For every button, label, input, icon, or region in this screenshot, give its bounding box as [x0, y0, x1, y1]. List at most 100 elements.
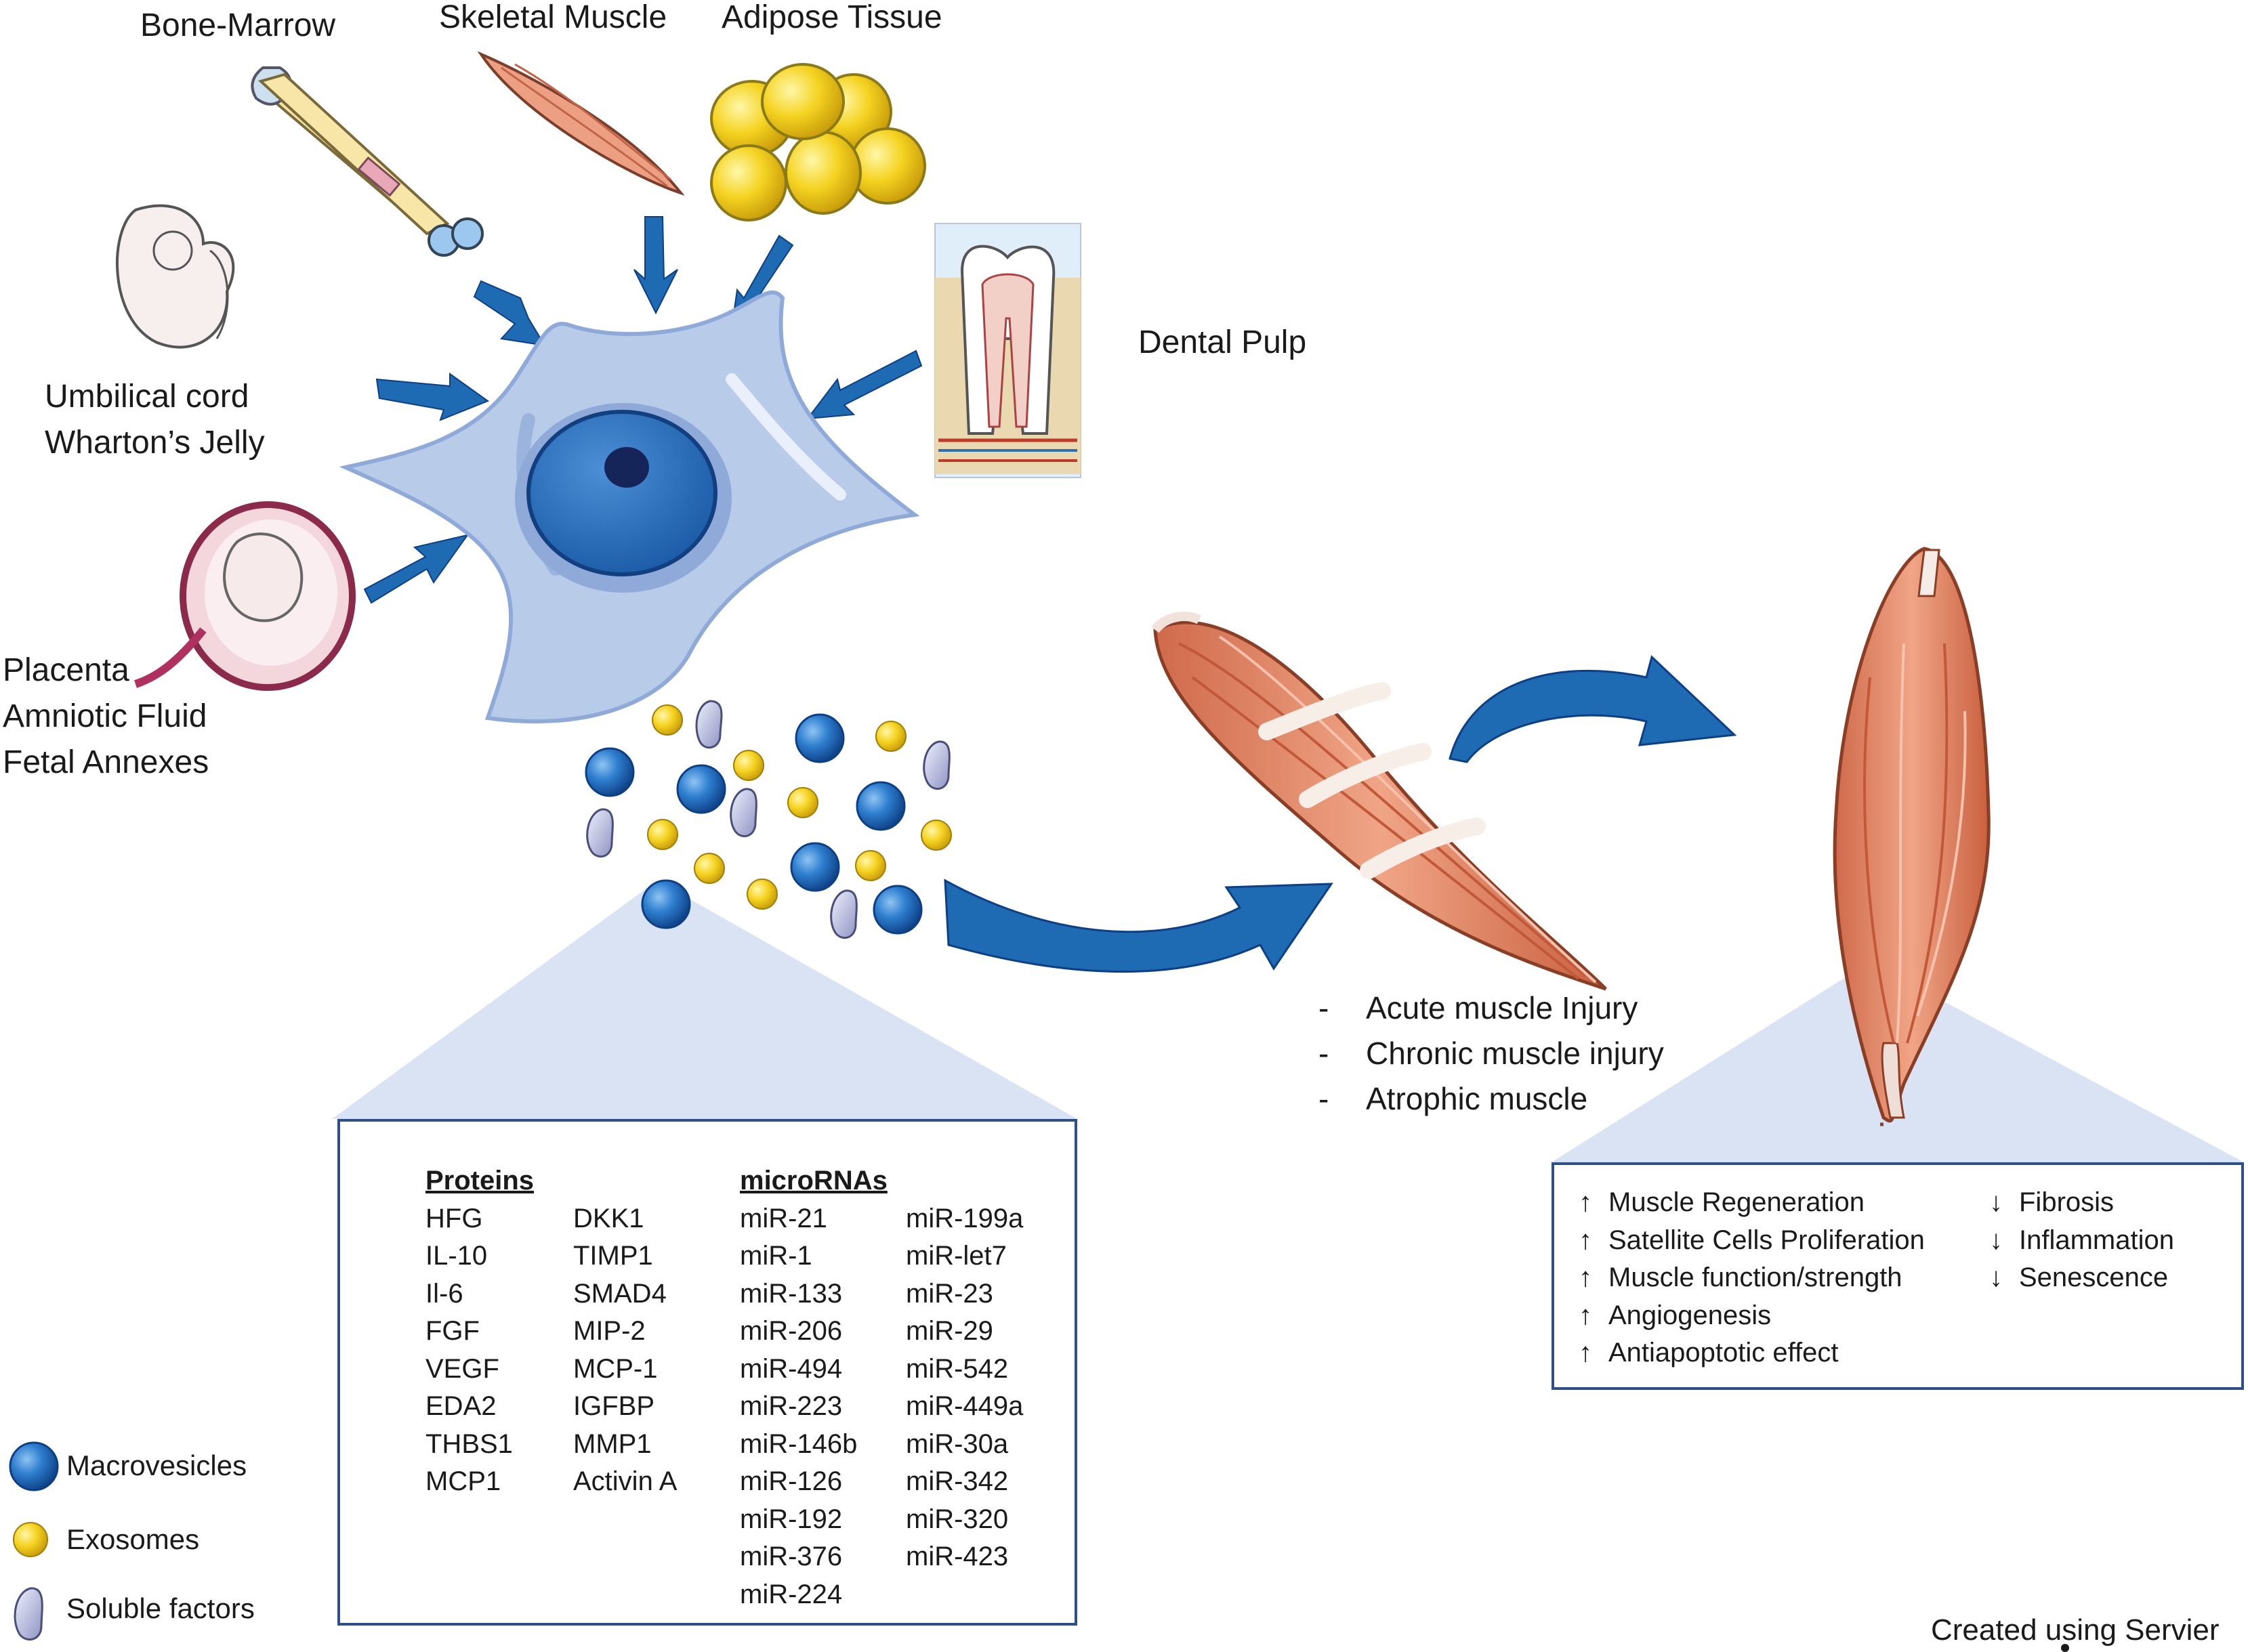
proteins-column-1: Proteins HFG IL-10 Il-6 FGF VEGF EDA2 TH… [425, 1162, 534, 1501]
microrna-item: miR-494 [740, 1353, 843, 1384]
vesicle-cluster [585, 700, 952, 939]
label-umbilical-line1: Umbilical cord [45, 379, 249, 415]
effect-item: ↑Angiogenesis [1579, 1297, 1925, 1335]
injury-item-label: Chronic muscle injury [1366, 1036, 1664, 1071]
microrna-column-2: miR-199a miR-let7 miR-23 miR-29 miR-542 … [906, 1200, 1023, 1576]
secretome-box: Proteins HFG IL-10 Il-6 FGF VEGF EDA2 TH… [337, 1119, 1077, 1626]
healthy-muscle [1833, 547, 1991, 1126]
proteins-header: Proteins [425, 1166, 535, 1195]
microrna-column-1: microRNAs miR-21 miR-1 miR-133 miR-206 m… [740, 1162, 888, 1613]
injury-item-label: Atrophic muscle [1366, 1081, 1588, 1116]
microrna-item: miR-223 [740, 1391, 843, 1421]
protein-item: SMAD4 [573, 1278, 667, 1309]
protein-item: MMP1 [573, 1428, 652, 1459]
legend-exosomes-label: Exosomes [66, 1523, 200, 1555]
effect-item: ↑ Muscle function/strength [1579, 1259, 1925, 1297]
injury-item: - Atrophic muscle [1318, 1076, 1664, 1122]
microrna-item: miR-30a [906, 1428, 1009, 1459]
microrna-item: miR-449a [906, 1391, 1024, 1421]
protein-item: MCP1 [425, 1466, 501, 1496]
microrna-item: miR-224 [740, 1579, 843, 1609]
effect-label: Inflammation [2019, 1225, 2174, 1255]
skeletal-muscle-icon [477, 51, 685, 196]
effects-box: ↑ Muscle Regeneration ↑ Satellite Cells Pr… [1552, 1162, 2244, 1390]
label-umbilical-line2: Wharton’s Jelly [45, 425, 265, 461]
microrna-item: miR-23 [906, 1278, 993, 1309]
injured-muscle [1151, 612, 1607, 991]
effect-label: Muscle function/strength [1608, 1263, 1902, 1292]
microrna-item: miR-1 [740, 1241, 812, 1271]
soluble-factors [586, 700, 951, 939]
up-arrow-icon: ↑ [1579, 1263, 1592, 1292]
microrna-item: miR-21 [740, 1203, 827, 1233]
label-placenta-line3: Fetal Annexes [3, 744, 209, 780]
exosomes [647, 704, 952, 910]
protein-item: EDA2 [425, 1391, 497, 1421]
effect-label: Senescence [2019, 1263, 2169, 1292]
effect-label: Muscle Regeneration [1608, 1187, 1865, 1217]
up-arrow-icon: ↑ [1579, 1187, 1592, 1217]
effect-item: ↓ Senescence [1989, 1259, 2174, 1297]
microrna-item: miR-342 [906, 1466, 1009, 1496]
microrna-header: microRNAs [740, 1166, 888, 1195]
increase-effects: ↑ Muscle Regeneration ↑ Satellite Cells Pr… [1579, 1184, 1925, 1372]
up-arrow-icon: ↑ [1579, 1300, 1592, 1330]
dental-pulp-icon [934, 223, 1081, 478]
protein-item: THBS1 [425, 1428, 513, 1459]
effect-item: ↑ Satellite Cells Proliferation [1579, 1222, 1925, 1260]
effect-label: Satellite Cells Proliferation [1608, 1225, 1925, 1255]
microrna-item: miR-126 [740, 1466, 843, 1496]
protein-item: IGFBP [573, 1391, 655, 1421]
label-bone-marrow: Bone-Marrow [140, 7, 336, 43]
legend-soluble-label: Soluble factors [66, 1592, 255, 1624]
microrna-item: miR-199a [906, 1203, 1024, 1233]
legend-exosome-icon [13, 1522, 48, 1557]
down-arrow-icon: ↓ [1989, 1263, 2003, 1292]
legend-macrovesicles-label: Macrovesicles [66, 1449, 247, 1481]
protein-item: HFG [425, 1203, 483, 1233]
curved-arrows [944, 655, 1737, 973]
microrna-item: miR-376 [740, 1542, 843, 1571]
protein-item: MCP-1 [573, 1353, 658, 1384]
umbilical-cord-icon [116, 204, 235, 349]
protein-item: VEGF [425, 1353, 499, 1384]
label-dental-pulp: Dental Pulp [1138, 324, 1307, 360]
microrna-item: miR-206 [740, 1316, 843, 1346]
microrna-item: miR-146b [740, 1428, 858, 1459]
up-arrow-icon: ↑ [1579, 1338, 1592, 1368]
microrna-item: miR-let7 [906, 1241, 1007, 1271]
legend-symbols [9, 1441, 59, 1641]
secretome-fan [332, 881, 1077, 1119]
adipose-tissue-icon [710, 63, 926, 221]
placenta-icon [134, 501, 356, 691]
proteins-column-2: DKK1 TIMP1 SMAD4 MIP-2 MCP-1 IGFBP MMP1 … [573, 1200, 677, 1501]
label-adipose-tissue: Adipose Tissue [722, 0, 942, 35]
injury-list: - Acute muscle Injury - Chronic muscle inj… [1318, 986, 1664, 1122]
microrna-item: miR-133 [740, 1278, 843, 1309]
label-skeletal-muscle: Skeletal Muscle [439, 0, 667, 35]
up-arrow-icon: ↑ [1579, 1225, 1592, 1255]
legend-soluble-icon [14, 1587, 43, 1641]
microrna-item: miR-192 [740, 1504, 843, 1534]
effect-item: ↑ Antiapoptotic effect [1579, 1334, 1925, 1372]
down-arrow-icon: ↓ [1989, 1225, 2003, 1255]
servier-dot [2061, 1644, 2069, 1652]
effect-item: ↑ Muscle Regeneration [1579, 1184, 1925, 1222]
microrna-item: miR-320 [906, 1504, 1009, 1534]
injury-dash: - [1318, 1081, 1329, 1116]
legend-macrovesicle-icon [9, 1441, 59, 1491]
injury-item: - Chronic muscle injury [1318, 1031, 1664, 1076]
injury-item-label: Acute muscle Injury [1366, 990, 1638, 1025]
stem-cell [339, 290, 920, 724]
label-umbilical-cord: Umbilical cord Wharton’s Jelly [45, 374, 265, 466]
injury-dash: - [1318, 1036, 1329, 1071]
protein-item: Activin A [573, 1466, 678, 1496]
protein-item: MIP-2 [573, 1316, 646, 1346]
effect-item: ↓Fibrosis [1989, 1184, 2174, 1222]
injury-dash: - [1318, 990, 1329, 1025]
protein-item: IL-10 [425, 1241, 488, 1271]
effect-label: Antiapoptotic effect [1608, 1338, 1839, 1368]
label-placenta: Placenta Amniotic Fluid Fetal Annexes [3, 648, 209, 786]
label-placenta-line1: Placenta [3, 652, 129, 688]
